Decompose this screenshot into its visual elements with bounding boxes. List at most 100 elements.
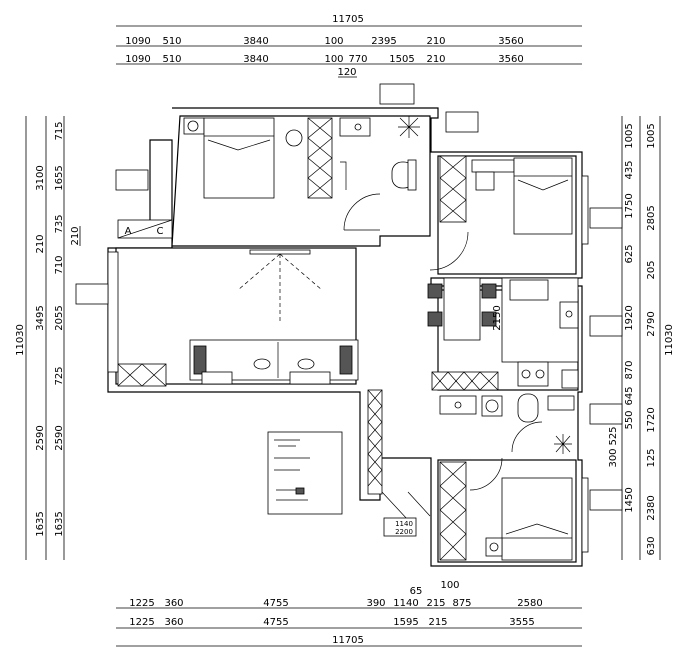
right-dimension-lines xyxy=(621,116,661,560)
right-inner-label: 625 xyxy=(624,244,635,263)
right-total-label: 11030 xyxy=(664,324,675,356)
top-row1-labels: 1090 510 3840 100 2395 210 3560 xyxy=(125,36,523,47)
right-inner-label: 1750 xyxy=(624,193,635,218)
bottom-row1-label: 390 xyxy=(366,598,385,609)
annotation-tags xyxy=(75,83,623,511)
bottom-row2-label: 3555 xyxy=(509,617,534,628)
right-inner-label: 300 xyxy=(608,448,619,467)
left-inner-label: 715 xyxy=(54,121,65,140)
living-room xyxy=(107,249,359,387)
master-bedroom xyxy=(183,116,469,271)
top-row1-label: 210 xyxy=(426,36,445,47)
left-inner-label: 710 xyxy=(54,255,65,274)
left-outer-label: 1635 xyxy=(35,511,46,536)
dining-kitchen: 2150 xyxy=(427,277,579,391)
left-outer-label: 210 xyxy=(35,234,46,253)
ac-label-c: C xyxy=(157,226,164,237)
top-row2-label: 100 xyxy=(324,54,343,65)
top-row2-label: 1090 xyxy=(125,54,150,65)
top-row1-label: 510 xyxy=(162,36,181,47)
left-outer-label: 3100 xyxy=(35,165,46,190)
bottom-row1-label: 4755 xyxy=(263,598,288,609)
top-small-label: 120 xyxy=(337,67,356,78)
left-dimension-lines xyxy=(25,116,65,560)
top-row1-label: 100 xyxy=(324,36,343,47)
left-outer-label: 3495 xyxy=(35,305,46,330)
right-inner-label: 435 xyxy=(624,160,635,179)
top-row1-label: 3840 xyxy=(243,36,268,47)
bottom-dimension-lines xyxy=(116,607,582,647)
top-row2-label: 3560 xyxy=(498,54,523,65)
bottom-row1-label: 2580 xyxy=(517,598,542,609)
left-inner-label: 1655 xyxy=(54,165,65,190)
left-outer-labels: 3100 210 3495 2590 1635 xyxy=(35,165,46,536)
left-outer-label: 2590 xyxy=(35,425,46,450)
right-inner-label: 1450 xyxy=(624,487,635,512)
bottom-row2-label: 4755 xyxy=(263,617,288,628)
left-inner-label: 1635 xyxy=(54,511,65,536)
right-outer-label: 205 xyxy=(646,260,657,279)
bottom-row2-labels: 1225 360 4755 1595 215 3555 xyxy=(129,617,534,628)
right-outer-label: 630 xyxy=(646,536,657,555)
top-row2-label: 770 xyxy=(348,54,367,65)
top-dimension-lines xyxy=(116,25,582,65)
left-inner-label: 2590 xyxy=(54,425,65,450)
ac-unit: A C xyxy=(117,219,173,239)
left-inner-label: 725 xyxy=(54,366,65,385)
right-outer-label: 1005 xyxy=(646,123,657,148)
ac-label-a: A xyxy=(125,226,132,237)
right-outer-label: 2790 xyxy=(646,311,657,336)
legend-label: 2200 xyxy=(395,528,413,536)
top-row1-label: 1090 xyxy=(125,36,150,47)
right-inner-labels: 1005 435 1750 625 1920 870 645 550 525 3… xyxy=(608,123,635,512)
right-inner-label: 870 xyxy=(624,360,635,379)
top-row1-label: 3560 xyxy=(498,36,523,47)
second-bathroom xyxy=(439,393,575,491)
top-row1-label: 2395 xyxy=(371,36,396,47)
second-bedroom xyxy=(439,155,589,245)
left-small-label: 210 xyxy=(70,226,81,245)
top-row2-label: 3840 xyxy=(243,54,268,65)
inset-detail xyxy=(267,431,343,515)
bottom-total-label: 11705 xyxy=(332,635,364,646)
bottom-row1-label: 1140 xyxy=(393,598,418,609)
bottom-row1-label: 215 xyxy=(426,598,445,609)
bottom-small-label: 65 xyxy=(410,586,423,597)
center-dimension-label: 2150 xyxy=(492,305,503,330)
bottom-row1-label: 360 xyxy=(164,598,183,609)
right-outer-label: 2380 xyxy=(646,495,657,520)
top-row2-label: 1505 xyxy=(389,54,414,65)
bottom-small-labels: 65 100 xyxy=(410,580,460,597)
bottom-row1-labels: 1225 360 4755 390 1140 215 875 2580 xyxy=(129,598,542,609)
left-total-label: 11030 xyxy=(15,324,26,356)
bottom-row1-label: 875 xyxy=(452,598,471,609)
top-row2-label: 510 xyxy=(162,54,181,65)
right-inner-label: 1005 xyxy=(624,123,635,148)
bottom-row2-label: 215 xyxy=(428,617,447,628)
bottom-row2-label: 1595 xyxy=(393,617,418,628)
top-row2-labels: 1090 510 3840 100 770 1505 210 3560 xyxy=(125,54,523,65)
top-row2-label: 210 xyxy=(426,54,445,65)
right-inner-label: 550 xyxy=(624,410,635,429)
bottom-row2-label: 360 xyxy=(164,617,183,628)
right-outer-label: 125 xyxy=(646,448,657,467)
right-inner-label: 645 xyxy=(624,386,635,405)
bottom-row2-label: 1225 xyxy=(129,617,154,628)
left-inner-label: 735 xyxy=(54,214,65,233)
right-inner-label: 1920 xyxy=(624,305,635,330)
left-inner-labels: 715 1655 735 710 2055 725 2590 1635 xyxy=(54,121,65,536)
legend: 1140 2200 xyxy=(383,517,417,537)
legend-label: 1140 xyxy=(395,520,413,528)
bottom-row1-label: 1225 xyxy=(129,598,154,609)
third-bedroom xyxy=(439,461,589,561)
top-total-label: 11705 xyxy=(332,14,364,25)
right-outer-label: 2805 xyxy=(646,205,657,230)
bottom-small-label: 100 xyxy=(440,580,459,591)
right-outer-labels: 1005 2805 205 2790 1720 125 2380 630 xyxy=(646,123,657,555)
right-inner-label: 525 xyxy=(608,426,619,445)
corridor-cabinet xyxy=(367,389,431,521)
left-inner-label: 2055 xyxy=(54,305,65,330)
right-outer-label: 1720 xyxy=(646,407,657,432)
